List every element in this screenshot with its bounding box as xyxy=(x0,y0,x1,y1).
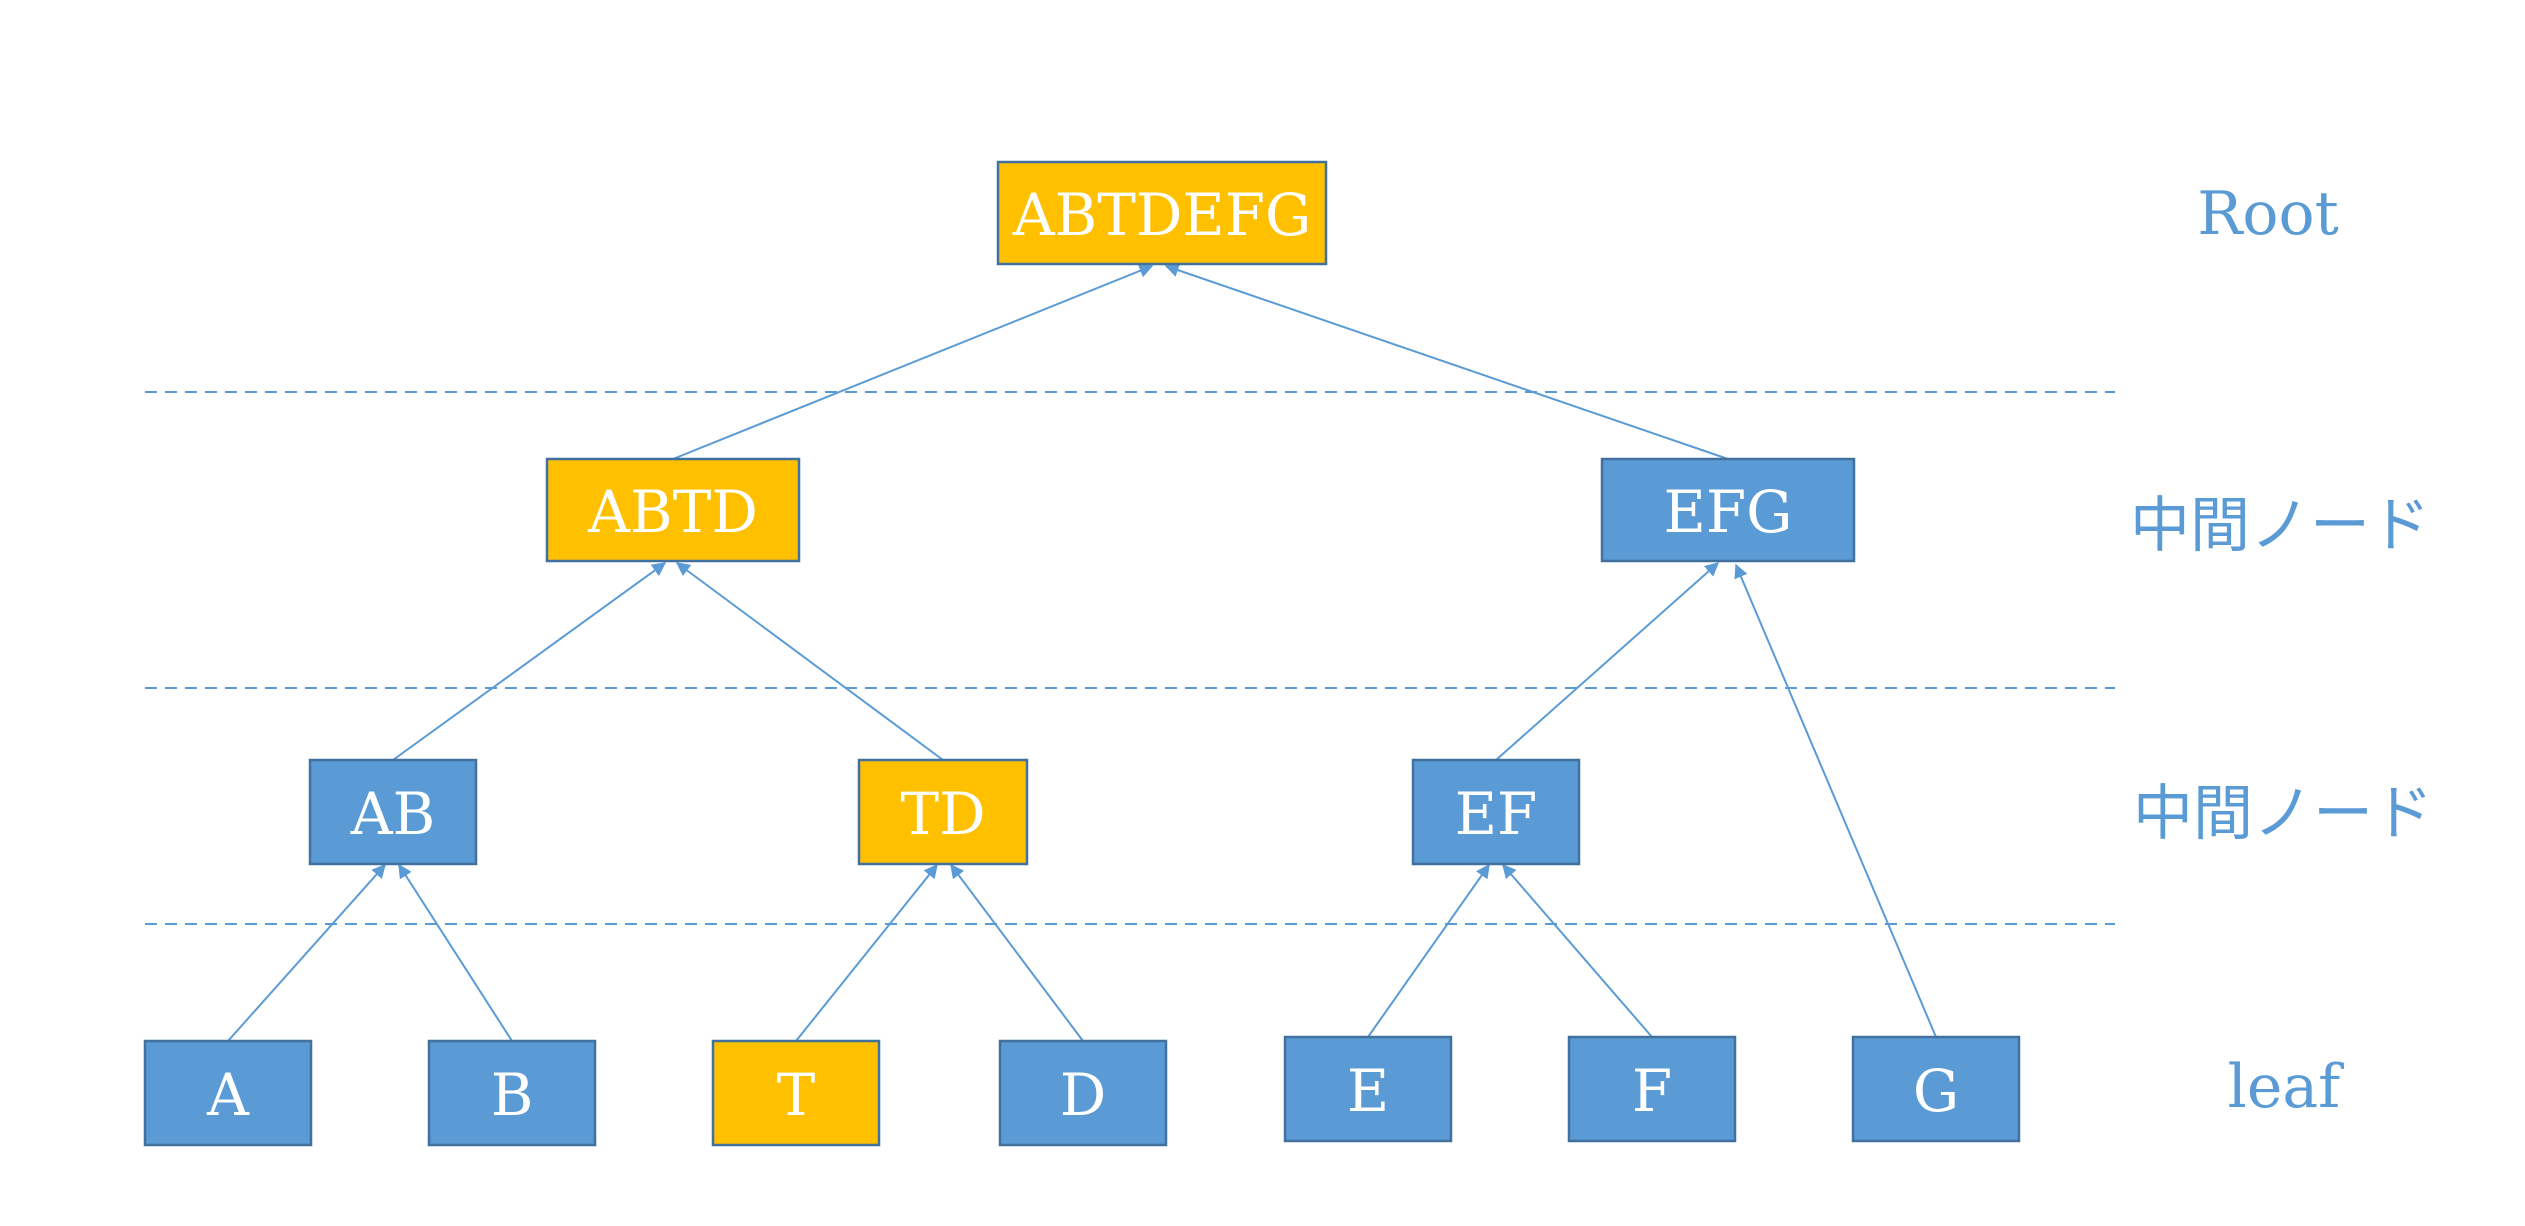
node-label-abtd: ABTD xyxy=(587,478,758,546)
level-label-leaf: leaf xyxy=(2228,1052,2344,1122)
node-label-f: F xyxy=(1632,1057,1672,1125)
tree-edges xyxy=(227,263,1937,1042)
edge-e-to-ef xyxy=(1367,863,1490,1038)
level-label-intermediate-2: 中間ノード xyxy=(2133,779,2433,849)
node-box-ef xyxy=(1411,758,1581,866)
edge-ef-to-efg xyxy=(1495,562,1720,761)
node-efg: EFG xyxy=(1600,457,1856,563)
edge-td-to-abtd xyxy=(675,562,944,761)
node-b: B xyxy=(427,1039,597,1147)
node-f: F xyxy=(1567,1035,1737,1143)
node-t: T xyxy=(711,1039,881,1147)
node-label-abtdefg: ABTDEFG xyxy=(1012,181,1312,249)
node-box-abtd xyxy=(545,457,801,563)
node-box-td xyxy=(857,758,1029,866)
edge-efg-to-abtdefg xyxy=(1164,263,1729,460)
edge-ab-to-abtd xyxy=(392,562,667,761)
edge-g-to-efg xyxy=(1734,563,1937,1038)
node-box-e xyxy=(1283,1035,1453,1143)
level-labels: Root 中間ノード 中間ノード leaf xyxy=(2130,179,2433,1122)
node-abtd: ABTD xyxy=(545,457,801,563)
node-box-a xyxy=(143,1039,313,1147)
edge-abtd-to-abtdefg xyxy=(672,264,1154,460)
edge-d-to-td xyxy=(950,863,1084,1042)
node-label-g: G xyxy=(1913,1057,1959,1125)
level-label-root: Root xyxy=(2197,179,2339,249)
node-box-efg xyxy=(1600,457,1856,563)
node-box-b xyxy=(427,1039,597,1147)
edge-a-to-ab xyxy=(227,863,386,1042)
node-label-efg: EFG xyxy=(1664,478,1793,546)
edge-t-to-td xyxy=(795,863,938,1042)
node-box-f xyxy=(1567,1035,1737,1143)
edge-b-to-ab xyxy=(398,863,513,1042)
node-label-a: A xyxy=(206,1061,250,1129)
node-label-d: D xyxy=(1060,1061,1107,1129)
node-box-t xyxy=(711,1039,881,1147)
edge-f-to-ef xyxy=(1502,863,1653,1038)
node-ef: EF xyxy=(1411,758,1581,866)
node-label-t: T xyxy=(777,1061,816,1129)
node-a: A xyxy=(143,1039,313,1147)
node-e: E xyxy=(1283,1035,1453,1143)
node-box-d xyxy=(998,1039,1168,1147)
node-ab: AB xyxy=(308,758,478,866)
node-label-e: E xyxy=(1347,1057,1389,1125)
node-td: TD xyxy=(857,758,1029,866)
node-label-ef: EF xyxy=(1455,780,1538,848)
node-label-td: TD xyxy=(900,780,985,848)
node-label-ab: AB xyxy=(350,780,436,848)
node-label-b: B xyxy=(491,1061,534,1129)
node-box-abtdefg xyxy=(996,160,1328,266)
node-abtdefg: ABTDEFG xyxy=(996,160,1328,266)
node-d: D xyxy=(998,1039,1168,1147)
level-dividers xyxy=(145,391,2115,925)
node-g: G xyxy=(1851,1035,2021,1143)
node-box-g xyxy=(1851,1035,2021,1143)
level-label-intermediate-1: 中間ノード xyxy=(2130,491,2430,561)
node-box-ab xyxy=(308,758,478,866)
